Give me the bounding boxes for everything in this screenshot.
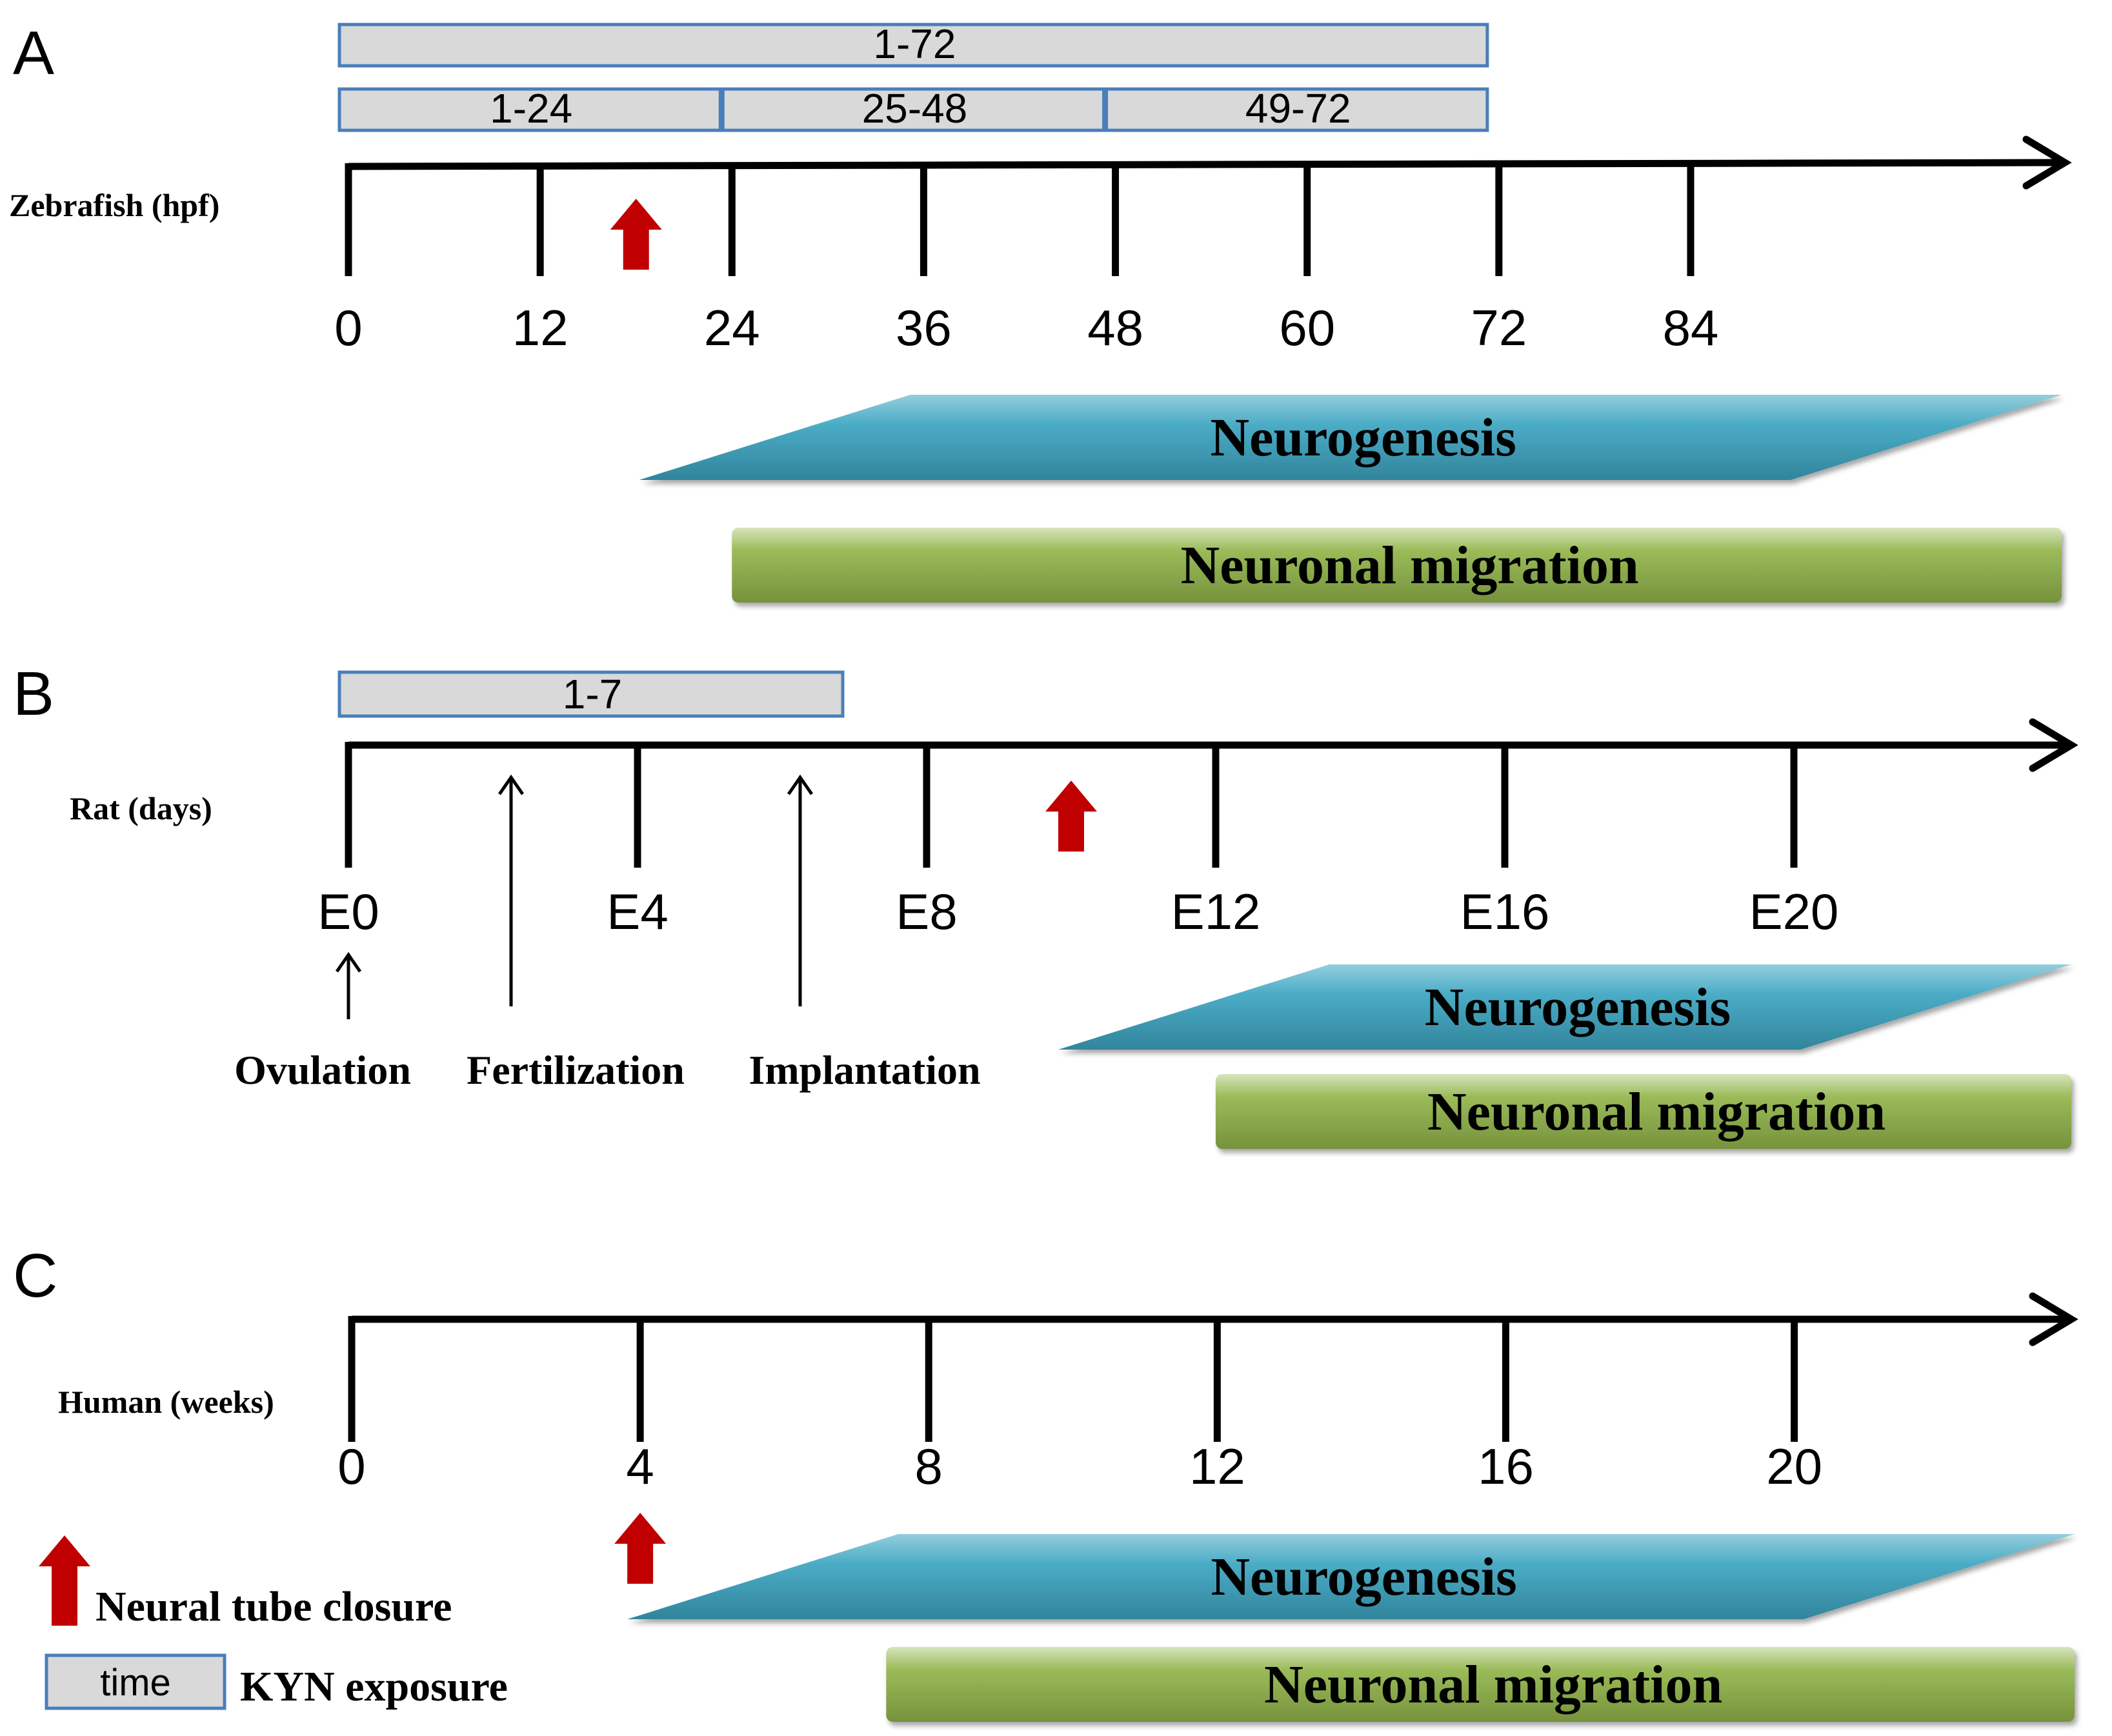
migration-shape-c [886,1647,2075,1722]
tick-label: 4 [626,1438,654,1495]
exposure-label: 49-72 [1245,85,1351,132]
neurogenesis-band-c: Neurogenesis [627,1534,2075,1619]
neural-tube-closure-arrow-c [614,1513,667,1584]
tick-label: 12 [1189,1438,1245,1495]
panel-c: C Human (weeks) 0 4 8 12 16 20 Neurogenesis N… [13,1241,2078,1722]
neurogenesis-label-a: Neurogenesis [1211,408,1516,468]
legend-exposure-label: KYN exposure [240,1663,508,1710]
legend-neural-tube-arrow-icon [39,1535,90,1626]
tick-label: 60 [1279,299,1335,356]
exposure-bar [1105,87,1489,132]
panel-b: B 1-7 Rat (days) E0 E4 E8 E12 E16 E20 Ovulati… [13,659,2078,1149]
tick-label: E4 [607,883,668,940]
axis-label-a: Zebrafish (hpf) [9,187,219,223]
exposure-bars-a: 1-72 1-24 25-48 49-72 [337,21,1489,132]
migration-band-a: Neuronal migration [732,528,2062,603]
tick-label: 48 [1087,299,1143,356]
tick-label: E20 [1749,883,1839,940]
event-label: Implantation [749,1047,980,1093]
migration-label-b: Neuronal migration [1427,1082,1886,1142]
neurogenesis-band-a: Neurogenesis [639,395,2062,480]
event-arrowhead-icon [787,774,814,795]
axis-arrowhead-b [2029,718,2078,772]
panel-letter-a: A [13,19,54,88]
exposure-bar [721,87,1106,132]
exposure-bar [337,23,1489,68]
ticks-b: E0 E4 E8 E12 E16 E20 [317,742,1838,940]
timeline-axis-a [348,159,2066,170]
panel-letter-c: C [13,1241,57,1310]
tick-label: 36 [896,299,952,356]
exposure-label: 1-7 [563,671,623,717]
migration-shape-b [1216,1074,2071,1149]
axis-label-c: Human (weeks) [58,1384,274,1420]
events-b: Ovulation Fertilization Implantation [234,774,981,1093]
neurogenesis-shape-c [627,1534,2075,1619]
legend: Neural tube closure time KYN exposure [39,1535,508,1710]
panel-a: A 1-72 1-24 25-48 49-72 Zebrafish (hpf) 0 12… [9,19,2072,603]
neural-tube-closure-arrow-a [610,199,662,270]
migration-label-c: Neuronal migration [1264,1655,1722,1715]
migration-label-a: Neuronal migration [1181,535,1639,595]
tick-label: E0 [317,883,379,940]
neural-tube-closure-arrow-icon [1045,781,1097,852]
migration-band-c: Neuronal migration [886,1647,2075,1722]
exposure-bar [337,670,845,718]
neurogenesis-shape-b [1058,964,2071,1050]
tick-label: E12 [1171,883,1261,940]
axis-arrowhead-c [2029,1292,2078,1346]
exposure-bars-b: 1-7 [337,670,845,718]
tick-label: 12 [512,299,568,356]
event-label: Fertilization [467,1047,685,1093]
migration-shape-a [732,528,2062,603]
tick-label: E16 [1460,883,1550,940]
tick-label: 72 [1471,299,1527,356]
axis-label-b: Rat (days) [70,790,212,826]
tick-label: 20 [1766,1438,1822,1495]
exposure-bar [337,87,722,132]
exposure-label: 1-24 [490,85,572,132]
event-label: Ovulation [234,1047,411,1093]
neurogenesis-label-b: Neurogenesis [1425,977,1731,1037]
ticks-a: 0 12 24 36 48 60 72 84 [334,163,1718,356]
neural-tube-closure-arrow-b [1045,781,1097,852]
neurogenesis-shape-a [639,395,2062,480]
axis-arrowhead-a [2022,135,2072,190]
event-arrowhead-icon [498,774,525,795]
tick-label: E8 [896,883,957,940]
tick-label: 8 [915,1438,943,1495]
neural-tube-closure-arrow-icon [610,199,662,270]
neural-tube-closure-arrow-icon [614,1513,667,1584]
legend-exposure-box [45,1653,226,1710]
tick-label: 0 [337,1438,365,1495]
tick-label: 0 [334,299,362,356]
tick-label: 16 [1478,1438,1534,1495]
exposure-label: 1-72 [873,21,956,67]
legend-exposure-box-text: time [100,1662,171,1704]
panel-letter-b: B [13,659,54,728]
event-arrowhead-icon [335,952,362,973]
tick-label: 24 [704,299,760,356]
migration-band-b: Neuronal migration [1216,1074,2071,1149]
legend-neural-tube-label: Neural tube closure [96,1583,452,1630]
ticks-c: 0 4 8 12 16 20 [337,1316,1822,1495]
exposure-label: 25-48 [862,85,968,132]
neurogenesis-band-b: Neurogenesis [1058,964,2071,1050]
neurogenesis-label-c: Neurogenesis [1211,1547,1516,1607]
tick-label: 84 [1663,299,1719,356]
